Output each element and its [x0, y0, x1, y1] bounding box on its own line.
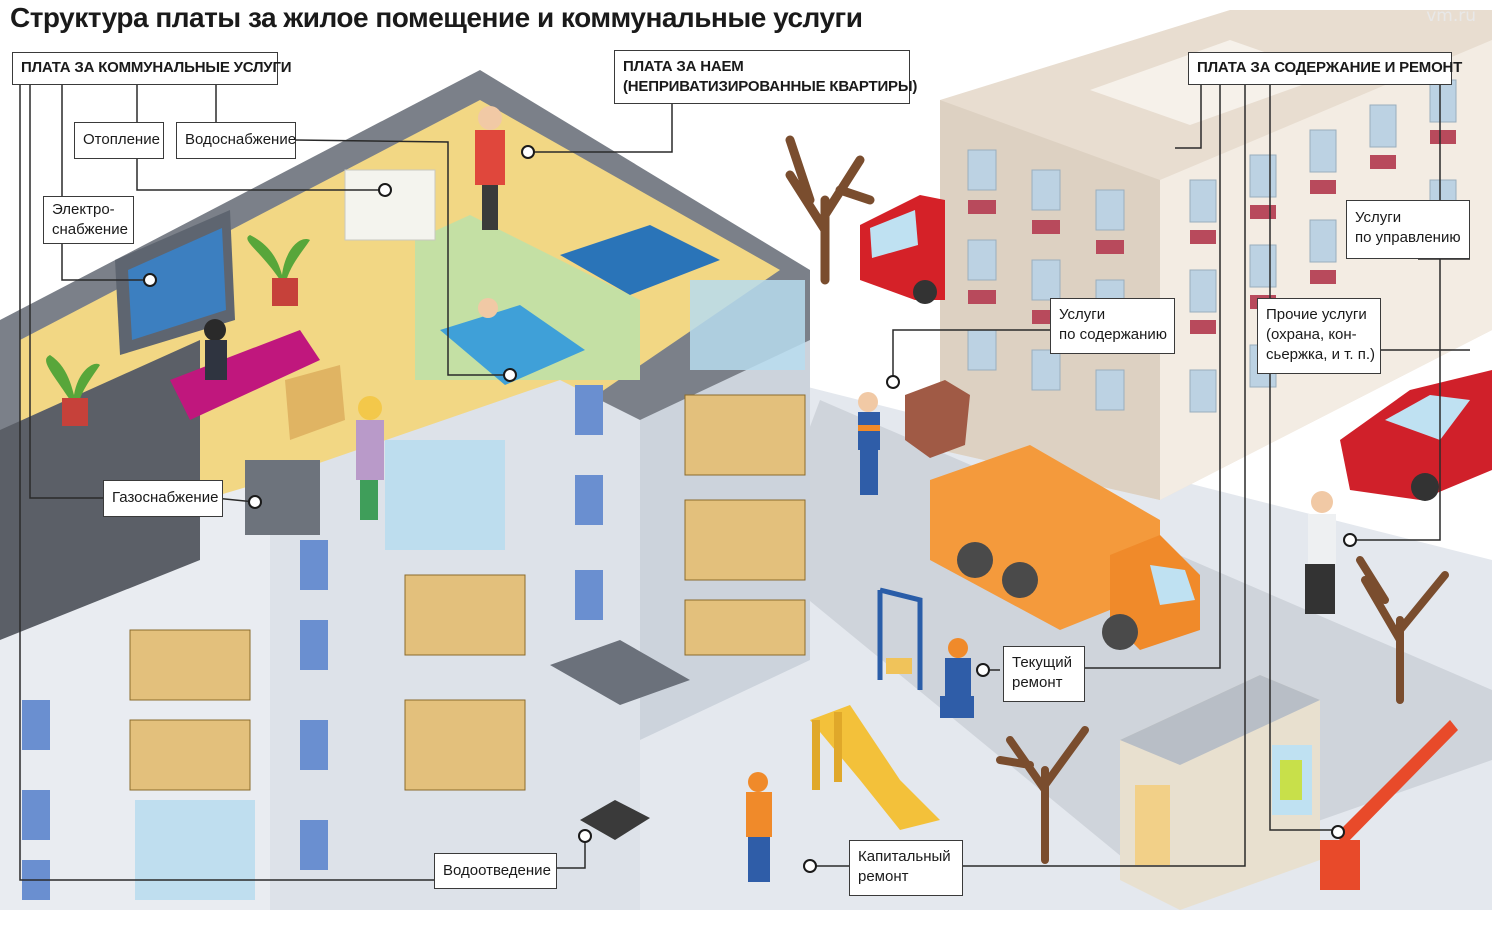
manhole — [580, 800, 650, 840]
page-title: Структура платы за жилое помещение и ком… — [10, 2, 863, 33]
upkeep-services-label: Услуги по содержанию — [1050, 298, 1175, 354]
other-services-label: Прочие услуги (охрана, кон- сьержка, и т… — [1257, 298, 1381, 374]
rent-header: ПЛАТА ЗА НАЕМ (НЕПРИВАТИЗИРОВАННЫЕ КВАРТ… — [614, 50, 917, 104]
apartment-building-right — [940, 10, 1492, 500]
water-supply-label: Водоснабжение — [176, 122, 296, 159]
gas-supply-label: Газоснабжение — [103, 480, 223, 517]
trash-bin — [905, 380, 970, 458]
playground — [810, 587, 940, 830]
electricity-label: Электро- снабжение — [43, 196, 134, 244]
residents — [204, 106, 505, 520]
sewerage-label: Водоотведение — [434, 853, 557, 889]
connector-lines — [19, 84, 1470, 881]
garbage-truck — [930, 445, 1200, 650]
connector-dots — [143, 145, 1357, 873]
apartment-building-left — [0, 70, 810, 910]
heating-label: Отопление — [74, 122, 164, 159]
current-repair-label: Текущий ремонт — [1003, 646, 1085, 702]
trees — [785, 135, 1449, 864]
watermark: vm.ru — [1426, 6, 1476, 26]
red-car — [1340, 370, 1492, 501]
utilities-header: ПЛАТА ЗА КОММУНАЛЬНЫЕ УСЛУГИ — [12, 52, 292, 85]
red-van — [860, 195, 945, 304]
maintenance-header: ПЛАТА ЗА СОДЕРЖАНИЕ И РЕМОНТ — [1188, 52, 1462, 85]
plants — [46, 235, 310, 405]
capital-repair-label: Капитальный ремонт — [849, 840, 963, 896]
barrier — [1320, 720, 1458, 890]
workers — [746, 392, 1336, 882]
management-services-label: Услуги по управлению — [1346, 200, 1470, 259]
